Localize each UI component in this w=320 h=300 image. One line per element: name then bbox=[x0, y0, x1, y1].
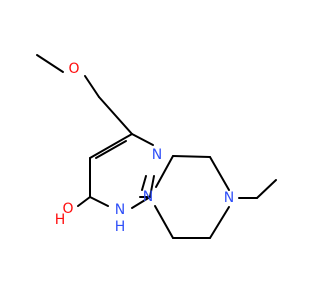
bond-pip-cb-n4 bbox=[209, 156, 230, 191]
bond-pip-cd-n1 bbox=[154, 205, 174, 239]
canvas-background bbox=[0, 0, 300, 300]
bond-pip-n4-cc bbox=[209, 206, 230, 239]
bond-c4-o bbox=[77, 196, 91, 207]
bond-pip-ca-cb bbox=[172, 155, 211, 158]
bond-c6-n1 bbox=[131, 133, 154, 146]
bond-c2-n1 bbox=[149, 175, 155, 198]
hydrogen-carbonyl-label: H bbox=[55, 212, 66, 228]
bond-o-ch2 bbox=[84, 75, 100, 98]
nitrogen-piperazine-4-label: N bbox=[224, 190, 234, 206]
oxygen-methoxy-label: O bbox=[68, 61, 79, 77]
oxygen-carbonyl-label: O bbox=[62, 201, 73, 217]
bond-nh-c2 bbox=[131, 196, 151, 209]
bond-c2-n1-double bbox=[141, 175, 147, 191]
nitrogen-piperazine-1-label: N bbox=[143, 189, 153, 205]
nitrogen-ring-n3-label: N bbox=[152, 147, 162, 163]
bond-c6-c5-double bbox=[95, 140, 127, 159]
molecule-structure: O N O H N H N N bbox=[0, 0, 300, 300]
bond-c4-nh bbox=[89, 196, 109, 207]
bond-ch3-o bbox=[36, 54, 64, 73]
bond-c6-c5 bbox=[89, 133, 133, 159]
bond-ch2-c6 bbox=[98, 96, 133, 135]
bond-ch2-ch3 bbox=[256, 179, 277, 199]
hydrogen-ring-nh-label: H bbox=[115, 219, 126, 235]
nitrogen-ring-nh-label: N bbox=[115, 202, 125, 218]
bond-pip-n1-ca bbox=[155, 155, 174, 188]
